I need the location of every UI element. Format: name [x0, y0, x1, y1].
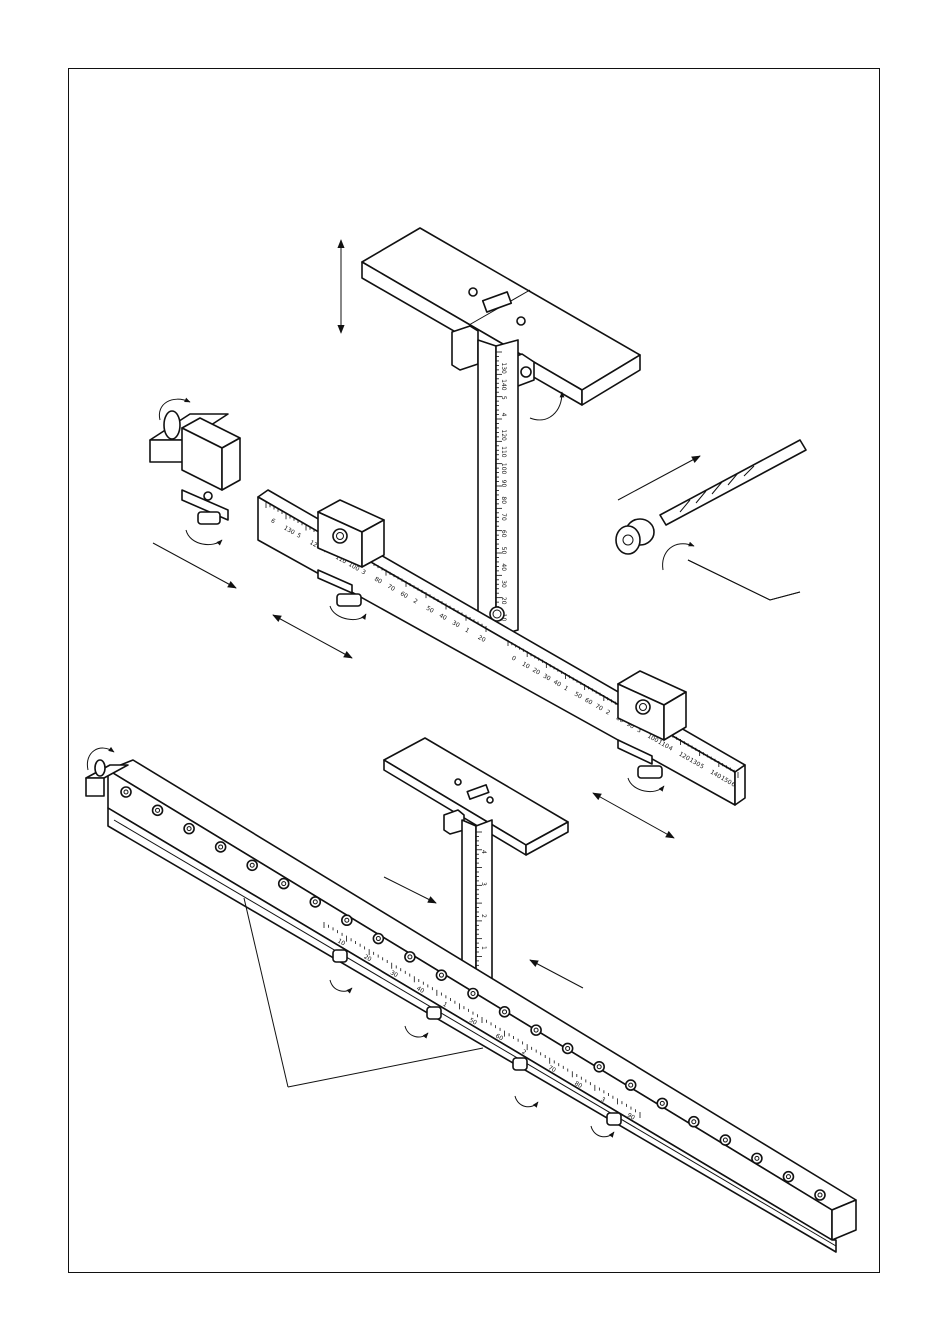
ruler-label: 4: [500, 413, 507, 417]
hex-key: [688, 560, 800, 600]
rail-hole: [216, 842, 226, 852]
vertical-ruler: 13014054120110100908070605040302010: [478, 340, 518, 636]
direction-arrow-icon: [153, 543, 236, 588]
rail-hole: [815, 1190, 825, 1200]
rotate-arrow-icon: [663, 544, 694, 570]
ruler-label: 130: [500, 362, 507, 374]
rotate-arrow-icon: [591, 1126, 614, 1137]
ruler-label: 2: [480, 914, 487, 918]
double-arrow-icon: [593, 793, 674, 838]
rail-hole: [626, 1080, 636, 1090]
clamp-knob: [521, 367, 531, 377]
rail-hole: [689, 1117, 699, 1127]
end-clamp: [150, 411, 240, 524]
ruler-label: 1: [480, 946, 487, 950]
rail-hole: [594, 1062, 604, 1072]
rail-hole: [121, 787, 131, 797]
ruler-label: 70: [500, 513, 507, 521]
rotate-arrow-icon: [330, 980, 352, 991]
rail-hole: [783, 1172, 793, 1182]
rotate-arrow-icon: [530, 392, 562, 420]
ruler-label: 3: [480, 882, 487, 886]
ruler-label: 110: [500, 446, 507, 458]
plate-clamp-left: [452, 326, 478, 370]
rail-hole: [752, 1153, 762, 1163]
rail-hole: [405, 952, 415, 962]
rotate-arrow-icon: [186, 530, 222, 545]
rail-hole: [468, 989, 478, 999]
rail-hole: [563, 1043, 573, 1053]
rail-hole: [373, 934, 383, 944]
ruler-label: 100: [500, 463, 507, 475]
rail-hole: [247, 860, 257, 870]
direction-arrow-icon: [618, 456, 700, 500]
ruler-label: 140: [500, 379, 507, 391]
rail-hole: [720, 1135, 730, 1145]
rotate-arrow-icon: [628, 778, 664, 792]
rail-hole: [500, 1007, 510, 1017]
ruler-label: 60: [500, 530, 507, 538]
ruler-label: 90: [500, 480, 507, 488]
rail-hole: [279, 879, 289, 889]
direction-arrow-icon: [530, 960, 583, 988]
stop-collar: [616, 519, 654, 554]
rail-hole: [531, 1025, 541, 1035]
rail-hole: [153, 805, 163, 815]
ruler-label: 30: [500, 580, 507, 588]
ruler-label: 120: [500, 429, 507, 441]
drill-bit: [660, 440, 806, 525]
ruler-label: 80: [500, 496, 507, 504]
ruler-label: 5: [500, 396, 507, 400]
ruler-label: 4: [480, 850, 487, 854]
rail-hole: [184, 824, 194, 834]
rotate-arrow-icon: [405, 1026, 428, 1037]
direction-arrow-icon: [384, 877, 436, 903]
upper-assembly: 13014054120110100908070605040302010 6130…: [150, 228, 806, 838]
ruler-label: 20: [500, 597, 507, 605]
ruler-label: 50: [500, 547, 507, 555]
rotate-arrow-icon: [515, 1096, 538, 1107]
rail-hole: [657, 1098, 667, 1108]
rail-hole: [310, 897, 320, 907]
ruler-label: 40: [500, 563, 507, 571]
rotate-arrow-icon: [330, 606, 366, 620]
rail-hole: [436, 970, 446, 980]
rail-hole: [342, 915, 352, 925]
double-arrow-icon: [273, 615, 352, 658]
